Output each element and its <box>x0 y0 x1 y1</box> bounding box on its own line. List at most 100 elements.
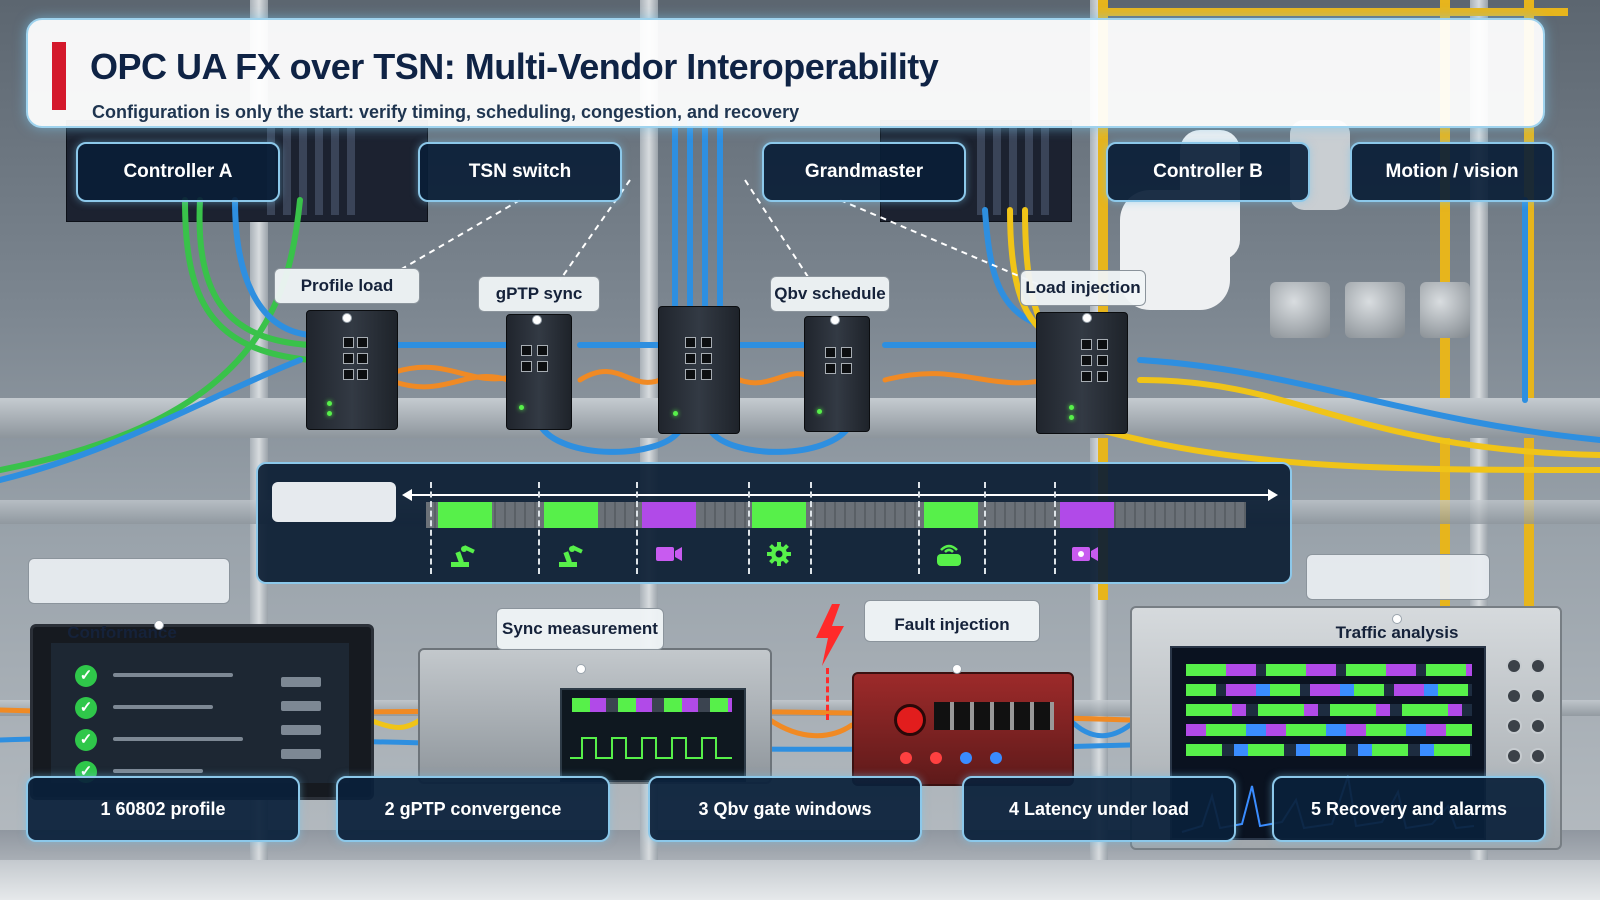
callout-conformance: Conformance <box>67 623 177 642</box>
gate-window-purple <box>642 502 696 528</box>
result-cell <box>281 749 321 759</box>
device-label-tsn-switch: TSN switch <box>418 142 622 202</box>
timeline-divider <box>984 482 986 574</box>
check-icon: ✓ <box>75 665 97 687</box>
callout-sync-measurement: Sync measurement <box>496 608 664 650</box>
knob <box>1530 748 1546 764</box>
tsn-switch-4 <box>804 316 870 432</box>
callout-fault-injection: Fault injection <box>864 600 1040 642</box>
tsn-switch-1 <box>306 310 398 430</box>
traffic-row <box>1186 724 1472 736</box>
laptop-screen: ✓ ✓ ✓ ✓ <box>51 643 349 783</box>
traffic-row <box>1186 744 1472 756</box>
device-label-controller-a: Controller A <box>76 142 280 202</box>
check-icon: ✓ <box>75 697 97 719</box>
check-icon: ✓ <box>75 729 97 751</box>
callout-traffic-analysis: Traffic analysis <box>1335 623 1459 642</box>
knob <box>1530 658 1546 674</box>
station-blank-box <box>28 558 230 604</box>
sync-measurement-instrument <box>418 648 772 784</box>
machined-part <box>1420 282 1470 338</box>
knob <box>1506 688 1522 704</box>
status-light <box>960 752 972 764</box>
step-3-qbv: 3 Qbv gate windows <box>648 776 922 842</box>
callout-gptp-sync: gPTP sync <box>478 276 600 312</box>
fault-ports <box>934 702 1054 730</box>
result-line <box>113 705 213 709</box>
timeline-divider <box>430 482 432 574</box>
result-line <box>113 769 203 773</box>
traffic-analyzer <box>1130 606 1562 850</box>
callout-pin <box>1392 614 1402 624</box>
callout-qbv-schedule: Qbv schedule <box>770 276 890 312</box>
lightning-icon <box>816 604 844 666</box>
result-line <box>113 737 243 741</box>
status-light <box>900 752 912 764</box>
step-4-latency: 4 Latency under load <box>962 776 1236 842</box>
title-panel: OPC UA FX over TSN: Multi-Vendor Interop… <box>26 18 1545 128</box>
result-line <box>113 673 233 677</box>
status-light <box>930 752 942 764</box>
callout-pin <box>532 315 542 325</box>
bench-top <box>0 860 1600 900</box>
timeline-divider <box>748 482 750 574</box>
knob <box>1530 688 1546 704</box>
gate-window-green <box>438 502 492 528</box>
result-cell <box>281 701 321 711</box>
station-blank-box <box>1306 554 1490 600</box>
robot-arm-icon <box>451 545 475 567</box>
timeline-divider <box>1054 482 1056 574</box>
conformance-laptop: ✓ ✓ ✓ ✓ <box>30 624 374 800</box>
timeline-divider <box>538 482 540 574</box>
knob <box>1506 658 1522 674</box>
emergency-button <box>894 704 926 736</box>
timeline-divider <box>918 482 920 574</box>
tsn-switch-5 <box>1036 312 1128 434</box>
safety-fence <box>1524 0 1534 620</box>
timeline-label-box <box>272 482 396 522</box>
sync-instrument-screen <box>560 688 746 782</box>
timeline-divider <box>636 482 638 574</box>
gate-window-green <box>544 502 598 528</box>
step-5-recovery: 5 Recovery and alarms <box>1272 776 1546 842</box>
page-subtitle: Configuration is only the start: verify … <box>92 102 800 122</box>
timeline-axis <box>402 489 1278 501</box>
sync-waveform <box>570 737 732 759</box>
sync-bar <box>572 698 732 712</box>
callout-profile-load: Profile load <box>274 268 420 304</box>
page-title: OPC UA FX over TSN: Multi-Vendor Interop… <box>90 46 939 87</box>
gate-window-green <box>924 502 978 528</box>
callout-pin <box>154 620 164 630</box>
knob <box>1530 718 1546 734</box>
gear-icon <box>767 542 791 566</box>
device-label-motion-vision: Motion / vision <box>1350 142 1554 202</box>
callout-pin <box>342 313 352 323</box>
gate-window-green <box>752 502 806 528</box>
device-label-controller-b: Controller B <box>1106 142 1310 202</box>
callout-pin <box>1082 313 1092 323</box>
fault-injection-device <box>852 672 1074 786</box>
callout-pin <box>576 664 586 674</box>
camera-icon <box>1072 547 1098 561</box>
traffic-row <box>1186 664 1472 676</box>
traffic-row <box>1186 684 1472 696</box>
timeline-divider <box>810 482 812 574</box>
drive-icon <box>937 544 961 566</box>
safety-fence <box>1098 8 1568 16</box>
knob <box>1506 718 1522 734</box>
result-cell <box>281 677 321 687</box>
callout-load-injection: Load injection <box>1020 270 1146 306</box>
device-label-grandmaster: Grandmaster <box>762 142 966 202</box>
machined-part <box>1345 282 1405 338</box>
qbv-gate-timeline <box>256 462 1292 584</box>
knob <box>1506 748 1522 764</box>
title-accent-bar <box>52 42 66 110</box>
din-rail <box>0 398 1600 438</box>
result-cell <box>281 725 321 735</box>
tsn-switch-2 <box>506 314 572 430</box>
robot-arm-icon <box>559 545 583 567</box>
tsn-switch-3 <box>658 306 740 434</box>
status-light <box>990 752 1002 764</box>
fault-path <box>826 668 829 720</box>
machined-part <box>1270 282 1330 338</box>
